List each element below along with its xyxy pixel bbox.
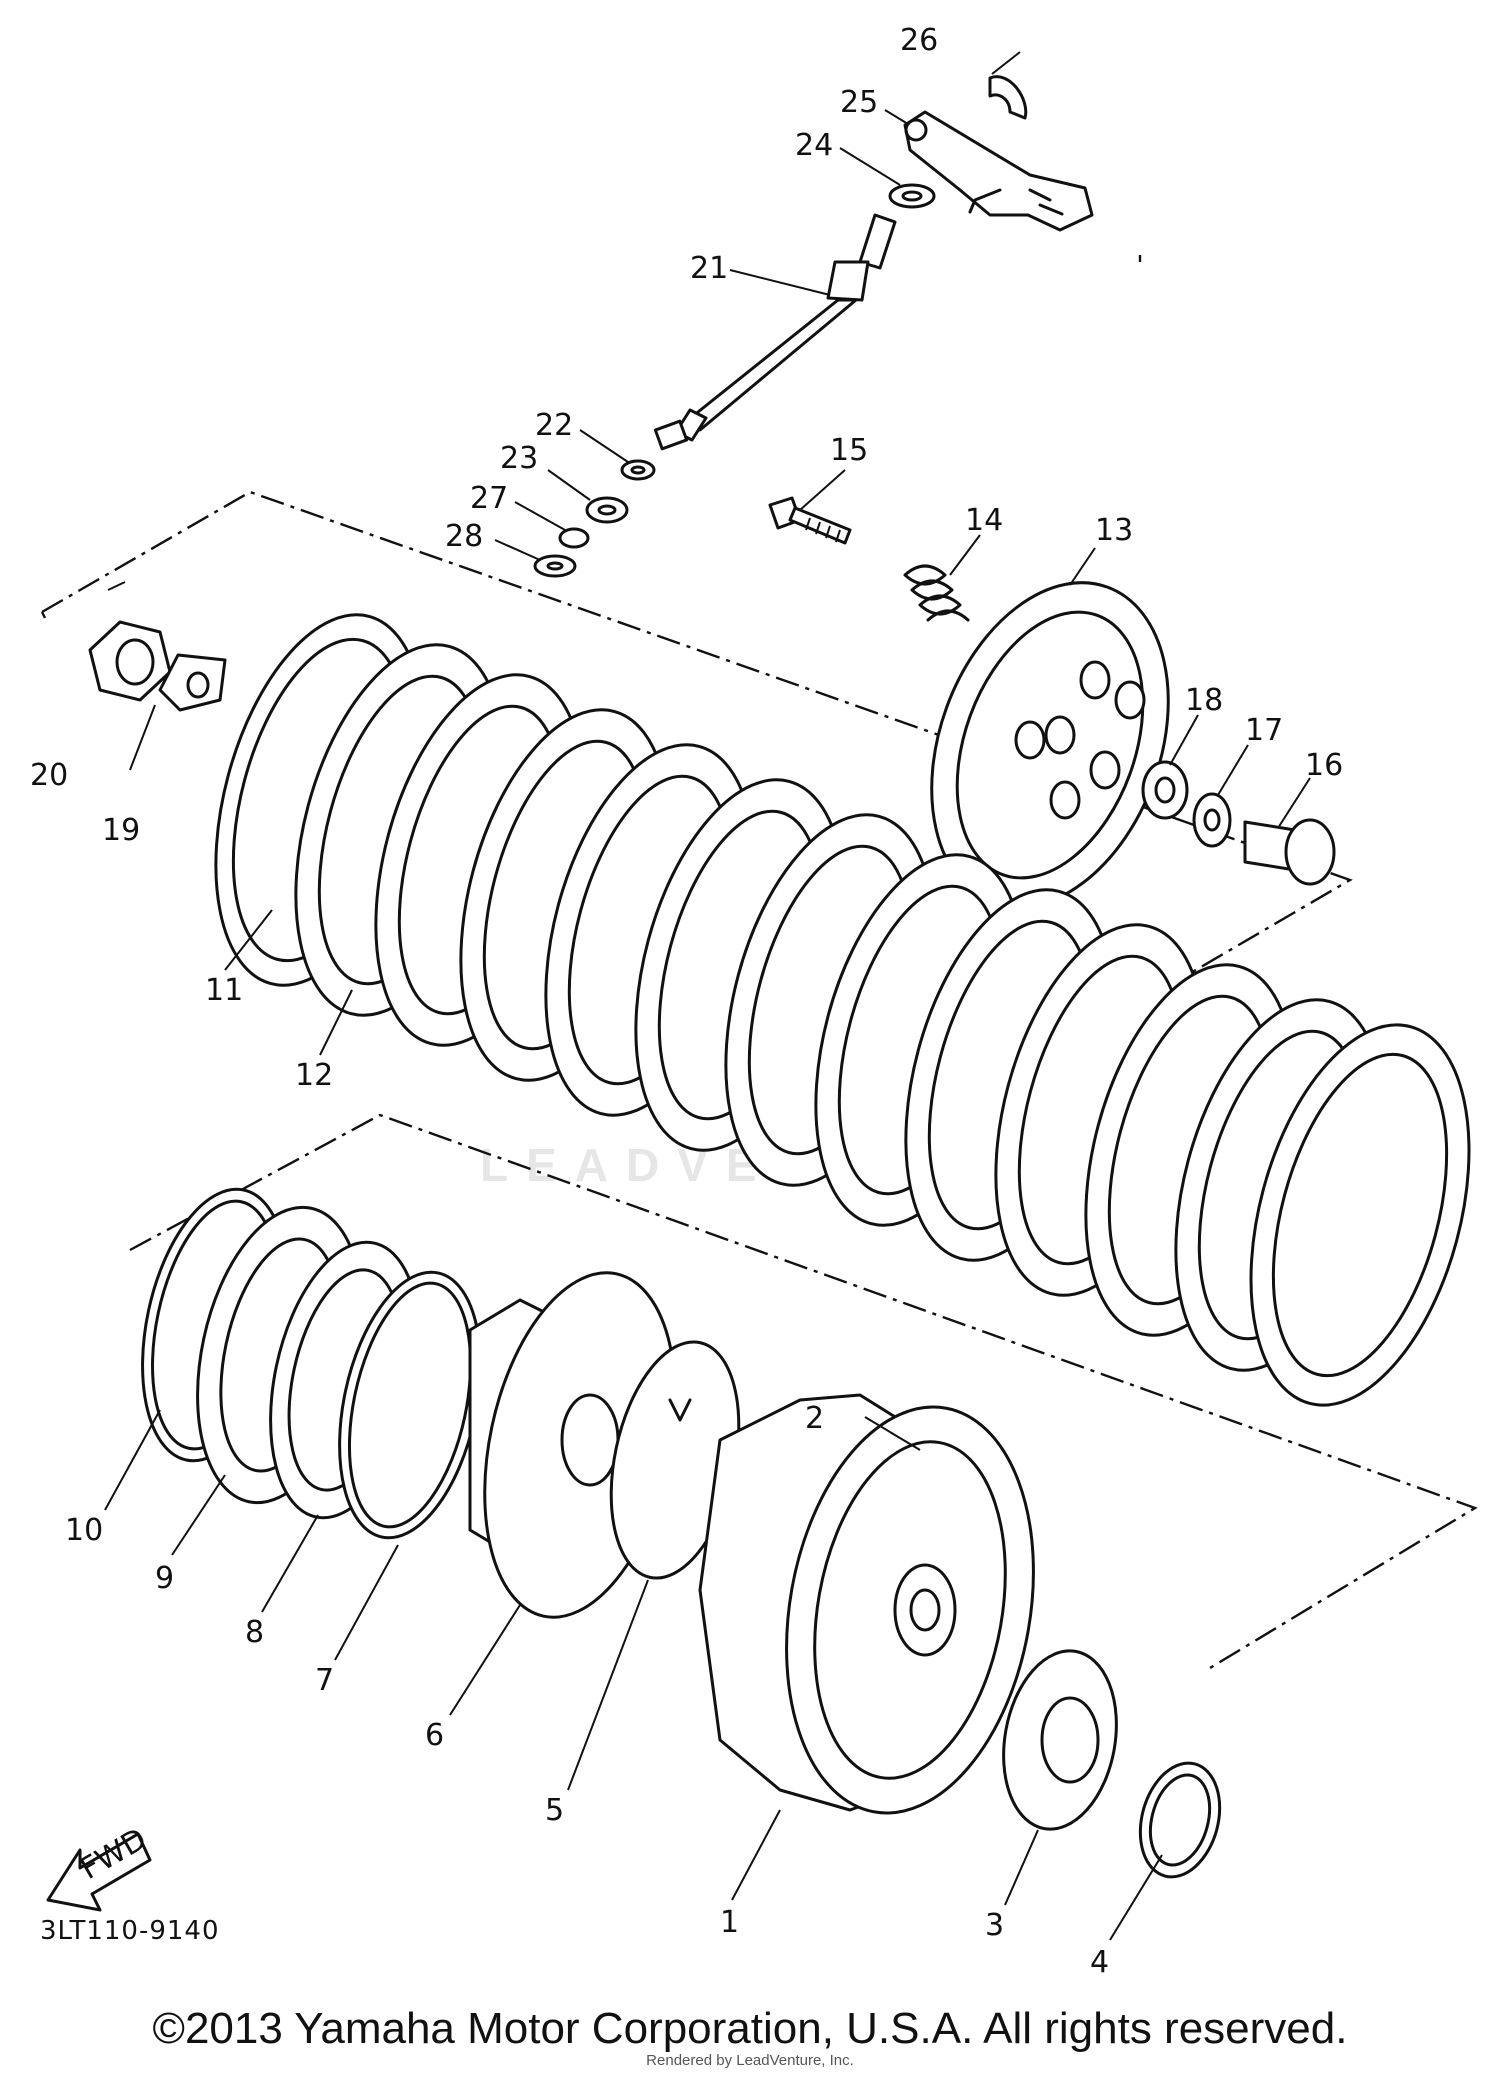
callout-16: 16 (1305, 748, 1343, 783)
callout-numbers: 1 2 3 4 5 6 7 8 9 10 11 12 13 14 15 16 1… (30, 23, 1343, 1980)
callout-11: 11 (205, 973, 243, 1008)
callout-24: 24 (795, 128, 833, 163)
callout-10: 10 (65, 1513, 103, 1548)
copyright-notice: ©2013 Yamaha Motor Corporation, U.S.A. A… (152, 2004, 1348, 2053)
part-4-circlip (1138, 1761, 1222, 1879)
part-25-push-lever (903, 110, 1094, 232)
diagram-code: 3LT110-9140 (40, 1916, 220, 1946)
callout-18: 18 (1185, 683, 1223, 718)
callout-20: 20 (30, 758, 68, 793)
assembly-outline-lower (129, 1113, 1478, 1670)
rendered-by-note: Rendered by LeadVenture, Inc. (646, 2052, 854, 2069)
callout-7: 7 (315, 1663, 334, 1698)
part-17-lock-washer (1192, 792, 1232, 848)
callout-2: 2 (805, 1401, 824, 1436)
callout-26: 26 (900, 23, 938, 58)
callout-25: 25 (840, 85, 878, 120)
part-3-gear (1002, 1649, 1118, 1831)
part-28-washer (533, 554, 577, 578)
callout-1: 1 (720, 1905, 739, 1940)
part-26-clip (988, 75, 1028, 120)
part-14-clutch-spring (903, 564, 970, 622)
callout-22: 22 (535, 408, 573, 443)
part-19-lock-washer (158, 653, 227, 712)
callout-15: 15 (830, 433, 868, 468)
callout-12: 12 (295, 1058, 333, 1093)
part-24-washer (888, 183, 936, 209)
part-22-o-ring (620, 459, 656, 481)
callout-23: 23 (500, 441, 538, 476)
callout-6: 6 (425, 1718, 444, 1753)
part-20-nut (88, 620, 172, 702)
part-13-pressure-plate (930, 581, 1170, 909)
callout-8: 8 (245, 1615, 264, 1650)
part-21-push-rod (653, 213, 897, 451)
part-15-bolt (768, 496, 852, 545)
callout-9: 9 (155, 1561, 174, 1596)
callout-5: 5 (545, 1793, 564, 1828)
callout-14: 14 (965, 503, 1003, 538)
callout-21: 21 (690, 251, 728, 286)
clutch-plate-stack (214, 613, 1471, 1407)
assembly-outline-upper (40, 255, 1353, 990)
callout-28: 28 (445, 519, 483, 554)
callout-17: 17 (1245, 713, 1283, 748)
callout-4: 4 (1090, 1945, 1109, 1980)
callout-19: 19 (102, 813, 140, 848)
callout-13: 13 (1095, 513, 1133, 548)
part-18-washer (1141, 760, 1189, 820)
leader-lines (104, 51, 1311, 1941)
part-16-screw (1243, 818, 1336, 886)
callout-3: 3 (985, 1908, 1004, 1943)
fwd-arrow-icon (46, 1832, 152, 1912)
callout-27: 27 (470, 481, 508, 516)
part-1-clutch-housing (698, 1393, 1035, 1815)
part-27-bearing (558, 527, 590, 549)
part-23-seal (585, 496, 629, 524)
